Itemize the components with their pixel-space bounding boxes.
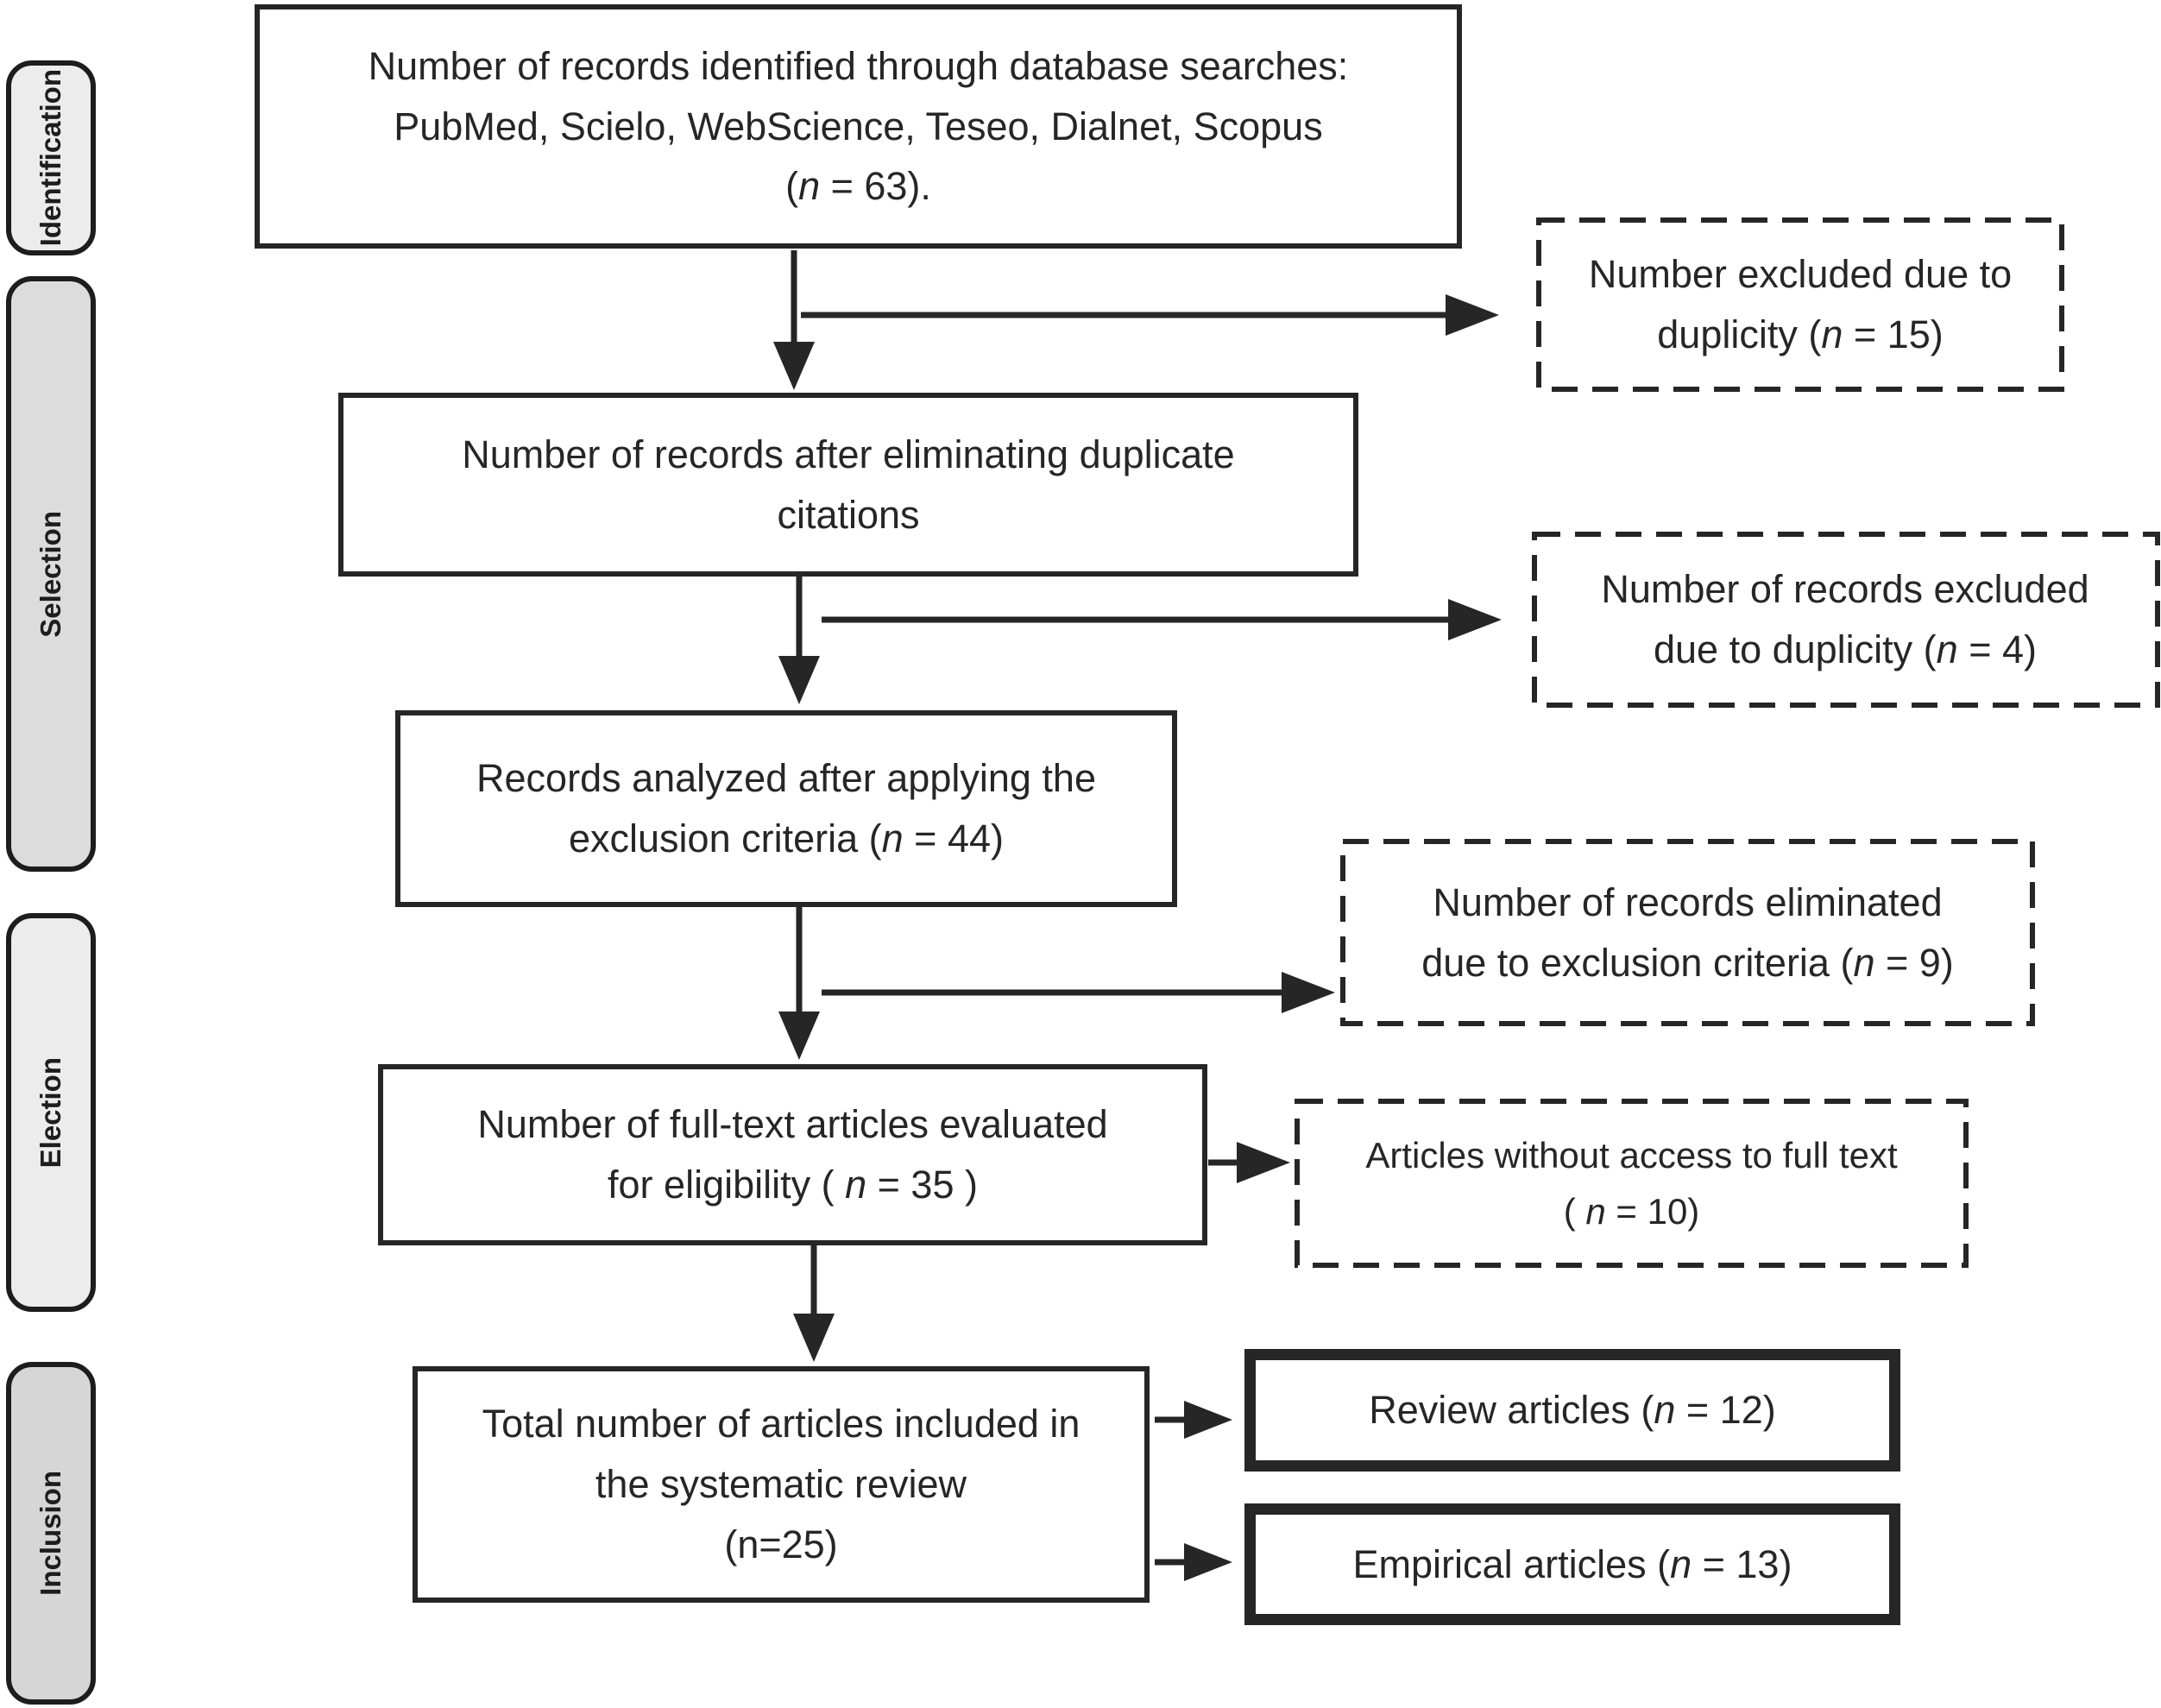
flow-box-text-line: exclusion criteria (n = 44): [569, 816, 1004, 860]
stage-selection: Selection: [6, 276, 96, 872]
exclusion-box-text-line: due to exclusion criteria (n = 9): [1421, 940, 1954, 985]
arrow-analyzed-to-fulltext: [778, 907, 820, 1060]
flow-box-text-line: citations: [777, 492, 920, 537]
exclusion-box-text-line: duplicity (n = 15): [1657, 312, 1944, 356]
arrow-branch-to-eliminated-exclusion-criteria: [822, 972, 1335, 1013]
result-box-empirical-articles: Empirical articles (n = 13): [1244, 1503, 1900, 1625]
flow-box-text-line: PubMed, Scielo, WebScience, Teseo, Dialn…: [394, 104, 1323, 148]
exclusion-box-no-fulltext-access: Articles without access to full text ( n…: [1295, 1099, 1969, 1268]
exclusion-box-text-line: Number excluded due to: [1588, 252, 2013, 297]
stage-inclusion: Inclusion: [6, 1362, 96, 1705]
arrow-identified-to-after-duplicates: [773, 250, 815, 390]
arrow-total-to-review-articles: [1155, 1401, 1232, 1439]
dashed-border-no-fulltext-access: [1295, 1099, 1969, 1268]
stage-identification: Identification: [6, 60, 96, 255]
arrow-after-duplicates-to-analyzed: [778, 576, 820, 704]
exclusion-box-text-line: Number of records eliminated: [1433, 879, 1943, 924]
stage-election: Election: [6, 913, 96, 1312]
dashed-border-eliminated-exclusion-criteria: [1340, 839, 2035, 1026]
arrow-fulltext-to-no-access: [1208, 1142, 1290, 1183]
exclusion-box-eliminated-exclusion-criteria: Number of records eliminated due to excl…: [1340, 839, 2035, 1026]
flow-box-total-included: Total number of articles included in the…: [413, 1366, 1150, 1603]
flow-box-text-line: the systematic review: [595, 1462, 967, 1507]
flow-box-records-identified: Number of records identified through dat…: [255, 4, 1462, 249]
exclusion-box-text-line: Number of records excluded: [1601, 567, 2089, 612]
arrow-branch-to-records-excluded-duplicity: [822, 599, 1502, 640]
result-box-text-line: Empirical articles (n = 13): [1352, 1541, 1792, 1586]
flow-box-text-line: Number of records identified through dat…: [368, 43, 1349, 88]
flow-box-text-line: Number of records after eliminating dupl…: [462, 432, 1235, 476]
arrow-fulltext-to-total: [793, 1245, 835, 1362]
dashed-border-excluded-duplicity: [1536, 217, 2064, 392]
arrow-total-to-empirical-articles: [1155, 1543, 1232, 1581]
flow-box-text-line: (n = 63).: [785, 164, 931, 209]
flow-box-fulltext-evaluated: Number of full-text articles evaluated f…: [378, 1064, 1207, 1245]
result-box-text-line: Review articles (n = 12): [1369, 1388, 1776, 1433]
flow-box-records-analyzed: Records analyzed after applying the excl…: [395, 710, 1177, 907]
stage-selection-label: Selection: [35, 510, 66, 638]
exclusion-box-excluded-duplicity: Number excluded due to duplicity (n = 15…: [1536, 217, 2064, 392]
flow-box-text-line: for eligibility ( n = 35 ): [608, 1163, 978, 1207]
exclusion-box-text-line: due to duplicity (n = 4): [1653, 627, 2037, 671]
stage-election-label: Election: [35, 1056, 66, 1169]
exclusion-box-text-line: Articles without access to full text: [1365, 1134, 1898, 1175]
exclusion-box-text-line: ( n = 10): [1563, 1191, 1700, 1232]
flow-box-text-line: Number of full-text articles evaluated: [477, 1102, 1108, 1147]
stage-identification-label: Identification: [35, 69, 66, 247]
flow-box-after-duplicates: Number of records after eliminating dupl…: [338, 393, 1358, 577]
result-box-review-articles: Review articles (n = 12): [1244, 1349, 1900, 1472]
arrow-branch-to-excluded-duplicity: [801, 294, 1499, 336]
dashed-border-records-excluded-duplicity: [1532, 532, 2160, 708]
flow-box-text-line: Records analyzed after applying the: [476, 756, 1096, 801]
stage-inclusion-label: Inclusion: [35, 1471, 66, 1596]
exclusion-box-records-excluded-duplicity: Number of records excluded due to duplic…: [1532, 532, 2158, 708]
flow-box-text-line: Total number of articles included in: [482, 1402, 1080, 1446]
flow-box-text-line: (n=25): [724, 1522, 838, 1566]
